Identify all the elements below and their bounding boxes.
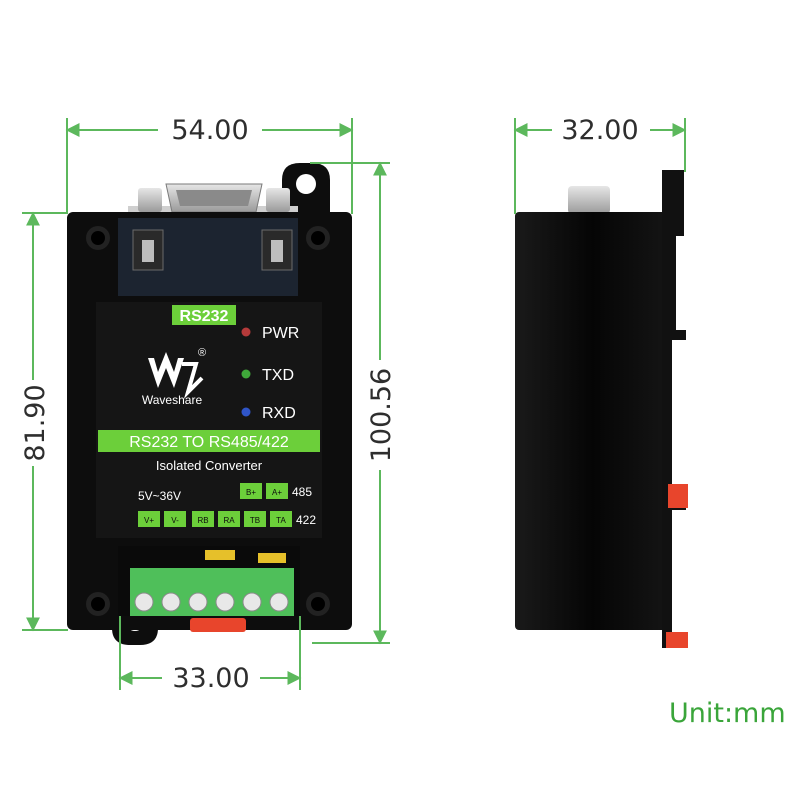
brand-name: Waveshare: [142, 393, 203, 407]
pin-v-plus: V+: [144, 516, 154, 525]
dimension-lines-side: [513, 118, 687, 214]
side-view: [515, 170, 688, 648]
mounting-hole-icon: [296, 174, 316, 194]
label-422: 422: [296, 513, 316, 527]
indicator-label-pwr: PWR: [262, 325, 299, 342]
dimension-side-depth: 32.00: [561, 115, 638, 146]
pin-rb: RB: [197, 516, 208, 525]
label-485: 485: [292, 485, 312, 499]
product-title: RS232 TO RS485/422: [129, 434, 289, 451]
unit-label: Unit:mm: [669, 698, 786, 729]
pwr-led-icon: [241, 327, 251, 337]
txd-led-icon: [241, 369, 251, 379]
indicator-label-rxd: RXD: [262, 405, 296, 422]
indicator-label-txd: TXD: [262, 367, 294, 384]
interface-badge-label: RS232: [180, 308, 229, 325]
side-body: [515, 212, 670, 630]
product-subtitle: Isolated Converter: [156, 458, 263, 473]
interface-badge: [172, 305, 236, 325]
dimension-front-width: 54.00: [171, 115, 248, 146]
rxd-led-icon: [241, 407, 251, 417]
side-release-tab: [668, 484, 688, 508]
brand-mark: ®: [198, 347, 206, 359]
pin-b-plus: B+: [246, 488, 256, 497]
din-clip: [662, 170, 686, 648]
pin-v-minus: V-: [171, 516, 179, 525]
waveshare-logo-icon: ®: [148, 347, 206, 399]
pin-ra: RA: [223, 516, 235, 525]
dimension-front-total-height: 100.56: [366, 368, 397, 462]
side-bottom-tab: [666, 632, 688, 648]
terminal-screws: [134, 592, 289, 612]
dimension-lines-front: [22, 118, 390, 690]
pin-tb: TB: [250, 516, 260, 525]
pin-a-plus: A+: [272, 488, 282, 497]
dimension-terminal-width: 33.00: [172, 663, 249, 694]
led-indicators: PWR TXD RXD: [241, 325, 299, 422]
front-view: RS232 ® Waveshare PWR TXD RXD RS232 TO R…: [67, 163, 352, 645]
dimension-front-body-height: 81.90: [20, 384, 51, 461]
terminal-block: [118, 546, 300, 616]
power-range: 5V~36V: [138, 489, 181, 503]
title-bar: [98, 430, 320, 452]
pin-ta: TA: [276, 516, 286, 525]
release-tab: [190, 618, 246, 632]
